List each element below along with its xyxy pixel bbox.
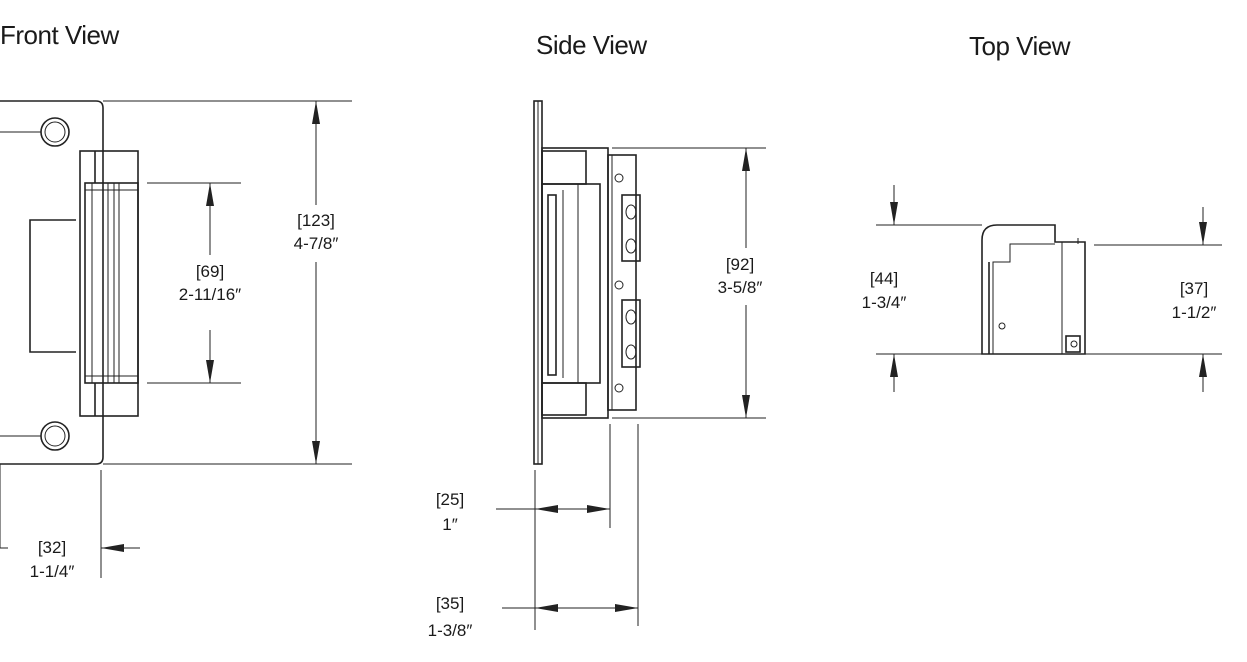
top-body-outline	[981, 224, 1086, 355]
side-depth-mm: [25]	[436, 490, 464, 509]
front-keeper-height-in: 2-11/16″	[179, 285, 241, 304]
front-width-mm: [32]	[38, 538, 66, 557]
front-cutout	[29, 219, 76, 353]
side-depth-in: 1″	[442, 515, 457, 534]
top-right-height-mm: [37]	[1180, 279, 1208, 298]
front-keeper	[84, 182, 139, 384]
top-view: Top View [44] 1-3/4″ [37] 1-1/2″	[862, 31, 1222, 392]
side-view: Side View [92] 3-5/8″	[428, 30, 766, 640]
side-view-title: Side View	[536, 30, 647, 60]
side-lower-tab	[621, 299, 641, 368]
top-latch-detail	[1065, 335, 1081, 353]
top-right-height-in: 1-1/2″	[1172, 303, 1217, 322]
front-keeper-height-mm: [69]	[196, 262, 224, 281]
top-left-height-in: 1-3/4″	[862, 293, 907, 312]
side-top-lug	[541, 150, 587, 185]
side-body-height-mm: [92]	[726, 255, 754, 274]
side-overall-depth-mm: [35]	[436, 594, 464, 613]
side-mounting-bracket	[607, 154, 637, 411]
side-overall-depth-in: 1-3/8″	[428, 621, 473, 640]
top-view-title: Top View	[969, 31, 1071, 61]
front-overall-height-mm: [123]	[297, 211, 335, 230]
side-strike-body	[541, 147, 609, 419]
side-body-height-in: 3-5/8″	[718, 278, 763, 297]
side-upper-tab	[621, 194, 641, 262]
front-view-title: Front View	[0, 20, 120, 50]
top-left-height-mm: [44]	[870, 269, 898, 288]
front-view: Front View [123] 4-7/8″	[0, 20, 352, 581]
front-faceplate	[0, 100, 104, 465]
front-width-in: 1-1/4″	[30, 562, 75, 581]
side-bottom-lug	[541, 382, 587, 416]
front-overall-height-in: 4-7/8″	[294, 234, 339, 253]
